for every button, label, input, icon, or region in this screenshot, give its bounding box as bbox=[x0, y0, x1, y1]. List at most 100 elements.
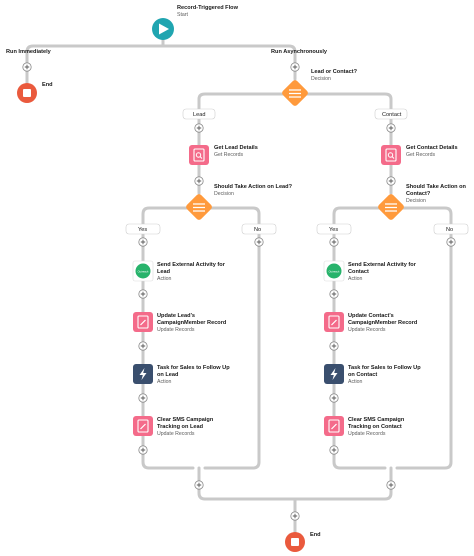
update-records-icon bbox=[328, 315, 340, 329]
lead-step-node-3[interactable] bbox=[133, 364, 153, 384]
add-element-button[interactable] bbox=[329, 393, 339, 403]
add-element-button[interactable] bbox=[254, 237, 264, 247]
decision-node-lead-or-contact[interactable] bbox=[281, 79, 309, 107]
play-icon bbox=[159, 23, 169, 35]
branch-label-lead: Lead bbox=[193, 112, 205, 118]
lead-step-sublabel: Action bbox=[157, 379, 172, 385]
get-records-icon bbox=[385, 148, 397, 162]
outcome-pill-contact-no[interactable] bbox=[433, 223, 469, 235]
get-records-node-contact[interactable] bbox=[381, 145, 401, 165]
contact-step-sublabel: Update Records bbox=[348, 431, 386, 437]
decision-contact-sublabel: Decision bbox=[406, 198, 426, 204]
lead-step-label-line2: Tracking on Lead bbox=[157, 424, 204, 430]
lead-step-label-line2: CampaignMember Record bbox=[157, 320, 227, 326]
decision-label: Lead or Contact? bbox=[311, 69, 358, 75]
decision-icon bbox=[385, 203, 397, 212]
lightning-icon bbox=[139, 368, 147, 380]
add-element-button[interactable] bbox=[22, 62, 32, 72]
lead-step-label-line2: on Lead bbox=[157, 372, 179, 378]
contact-step-label-line2: Contact bbox=[348, 269, 369, 275]
get-records-icon bbox=[193, 148, 205, 162]
lead-step-label-line1: Update Lead's bbox=[157, 313, 195, 319]
stop-icon bbox=[23, 89, 31, 97]
contact-step-sublabel: Update Records bbox=[348, 327, 386, 333]
contact-step-node-4[interactable] bbox=[324, 416, 344, 436]
contact-action-column: Send External Activity forContactActionO… bbox=[323, 237, 421, 455]
contact-step-node-1[interactable] bbox=[323, 260, 345, 282]
update-records-icon bbox=[328, 419, 340, 433]
add-element-button[interactable] bbox=[290, 511, 300, 521]
get-lead-label: Get Lead Details bbox=[214, 145, 258, 151]
branch-pill-lead[interactable] bbox=[182, 108, 216, 120]
update-records-icon bbox=[137, 315, 149, 329]
update-records-icon bbox=[137, 419, 149, 433]
outcome-pill-lead-no[interactable] bbox=[241, 223, 277, 235]
decision-node-contact[interactable] bbox=[377, 193, 405, 221]
start-node[interactable] bbox=[152, 18, 174, 40]
add-element-button[interactable] bbox=[194, 176, 204, 186]
decision-lead-label: Should Take Action on Lead? bbox=[214, 184, 293, 190]
add-element-button[interactable] bbox=[329, 341, 339, 351]
add-element-button[interactable] bbox=[138, 341, 148, 351]
outcome-label-yes: Yes bbox=[329, 227, 338, 233]
branch-pill-contact[interactable] bbox=[374, 108, 408, 120]
decision-node-lead[interactable] bbox=[185, 193, 213, 221]
end-label-left: End bbox=[42, 82, 53, 88]
contact-step-node-3[interactable] bbox=[324, 364, 344, 384]
contact-step-sublabel: Action bbox=[348, 276, 363, 282]
get-lead-sublabel: Get Records bbox=[214, 152, 244, 158]
add-element-button[interactable] bbox=[138, 445, 148, 455]
end-label-main: End bbox=[310, 532, 321, 538]
lead-step-node-1[interactable] bbox=[132, 260, 154, 282]
outcome-pill-contact-yes[interactable] bbox=[316, 223, 352, 235]
start-label: Record-Triggered Flow bbox=[177, 5, 239, 11]
add-element-button[interactable] bbox=[329, 445, 339, 455]
lead-step-label-line1: Send External Activity for bbox=[157, 262, 226, 268]
lead-step-node-2[interactable] bbox=[133, 312, 153, 332]
add-element-button[interactable] bbox=[138, 237, 148, 247]
decision-lead-sublabel: Decision bbox=[214, 191, 234, 197]
lead-step-label-line2: Lead bbox=[157, 269, 171, 275]
add-element-button[interactable] bbox=[329, 289, 339, 299]
decision-sublabel: Decision bbox=[311, 76, 331, 82]
contact-step-label-line1: Send External Activity for bbox=[348, 262, 417, 268]
end-node bbox=[285, 532, 305, 552]
add-element-button[interactable] bbox=[138, 393, 148, 403]
get-contact-sublabel: Get Records bbox=[406, 152, 436, 158]
add-element-button[interactable] bbox=[290, 62, 300, 72]
outcome-label-yes: Yes bbox=[138, 227, 147, 233]
contact-step-label-line1: Update Contact's bbox=[348, 313, 394, 319]
lead-step-node-4[interactable] bbox=[133, 416, 153, 436]
add-element-button[interactable] bbox=[446, 237, 456, 247]
lead-action-column: Send External Activity forLeadActionOutr… bbox=[132, 237, 230, 455]
lead-step-sublabel: Update Records bbox=[157, 431, 195, 437]
branch-label-contact: Contact bbox=[382, 112, 402, 118]
decision-icon bbox=[193, 203, 205, 212]
outcome-label-no: No bbox=[254, 227, 261, 233]
add-element-button[interactable] bbox=[329, 237, 339, 247]
outcome-pill-lead-yes[interactable] bbox=[125, 223, 161, 235]
add-element-button[interactable] bbox=[386, 480, 396, 490]
contact-step-label-line2: CampaignMember Record bbox=[348, 320, 418, 326]
decision-contact-label-line1: Should Take Action on bbox=[406, 184, 467, 190]
contact-step-sublabel: Action bbox=[348, 379, 363, 385]
add-element-button[interactable] bbox=[194, 123, 204, 133]
outreach-badge-text: Outreach bbox=[138, 270, 149, 274]
add-element-button[interactable] bbox=[138, 289, 148, 299]
lead-step-sublabel: Action bbox=[157, 276, 172, 282]
get-contact-label: Get Contact Details bbox=[406, 145, 458, 151]
contact-step-node-2[interactable] bbox=[324, 312, 344, 332]
decision-icon bbox=[289, 89, 301, 98]
contact-step-label-line2: on Contact bbox=[348, 372, 377, 378]
get-records-node-lead[interactable] bbox=[189, 145, 209, 165]
outcome-label-no: No bbox=[446, 227, 453, 233]
add-element-button[interactable] bbox=[386, 176, 396, 186]
start-sublabel: Start bbox=[177, 12, 189, 18]
lightning-icon bbox=[330, 368, 338, 380]
add-element-button[interactable] bbox=[194, 480, 204, 490]
outreach-logo-icon bbox=[135, 263, 151, 279]
add-element-button[interactable] bbox=[386, 123, 396, 133]
contact-step-label-line2: Tracking on Contact bbox=[348, 424, 402, 430]
contact-step-label-line1: Clear SMS Campaign bbox=[348, 417, 405, 423]
